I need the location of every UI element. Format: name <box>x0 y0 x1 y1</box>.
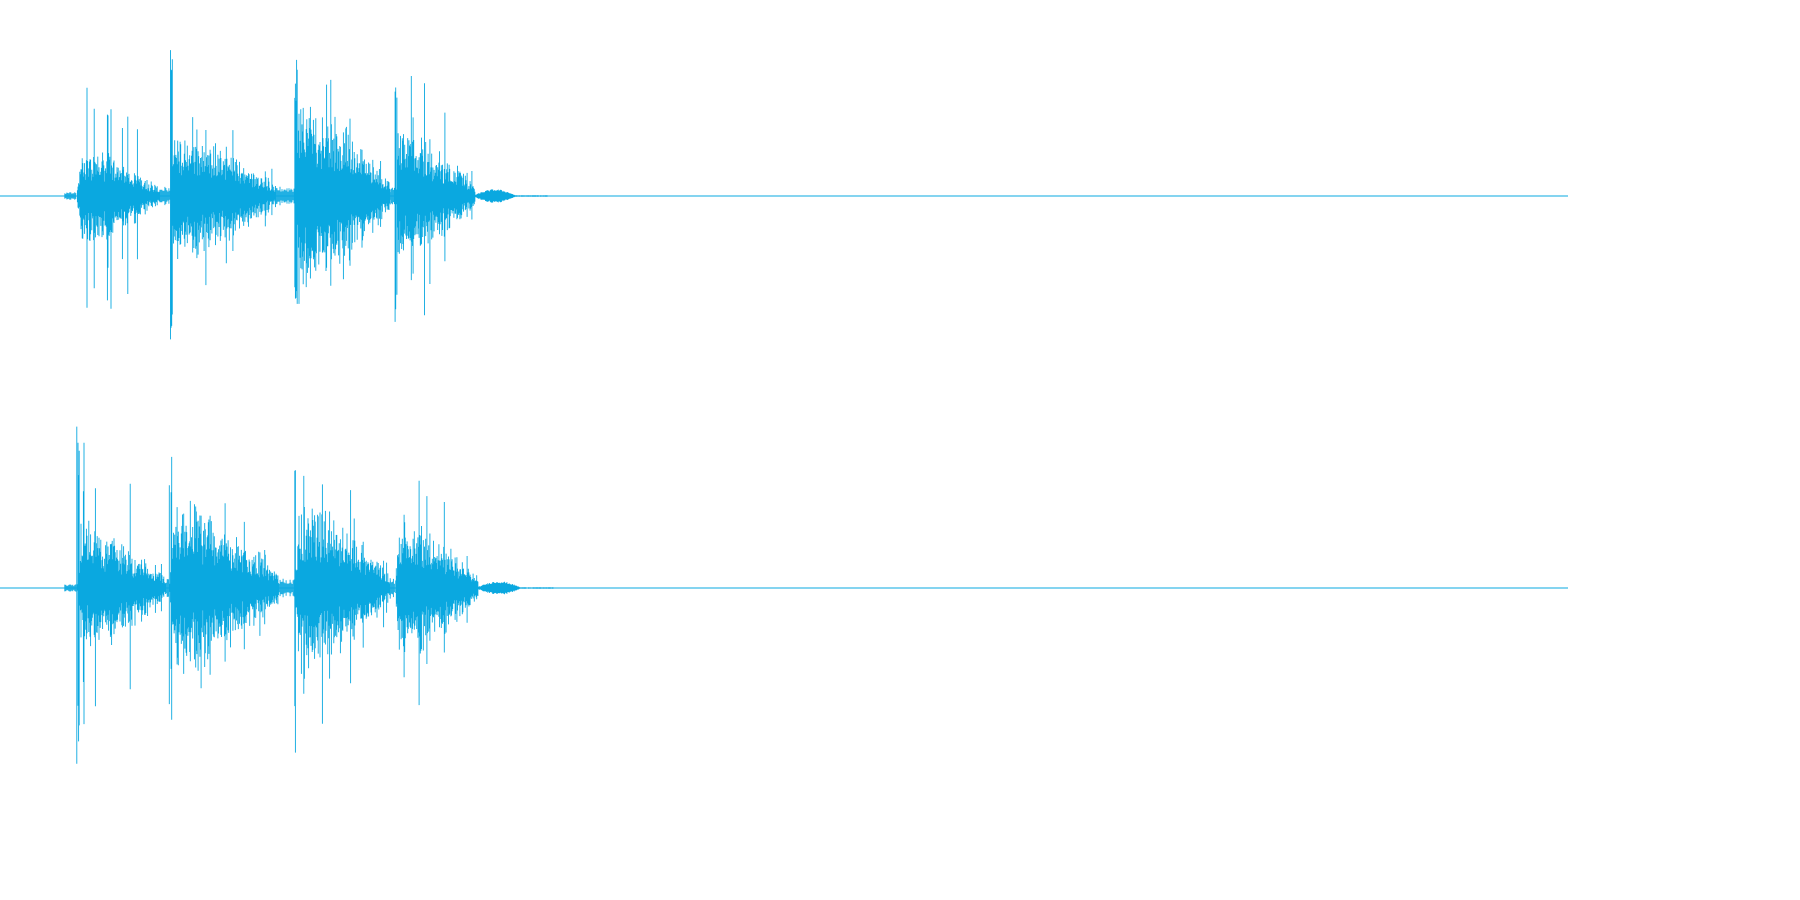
waveform-view <box>0 0 1568 784</box>
waveform-left <box>0 50 1568 340</box>
waveform-right <box>0 426 1568 764</box>
waveform-trace <box>64 50 548 340</box>
waveform-channel-left <box>0 0 1568 392</box>
waveform-trace <box>64 426 554 764</box>
waveform-channel-right <box>0 392 1568 784</box>
